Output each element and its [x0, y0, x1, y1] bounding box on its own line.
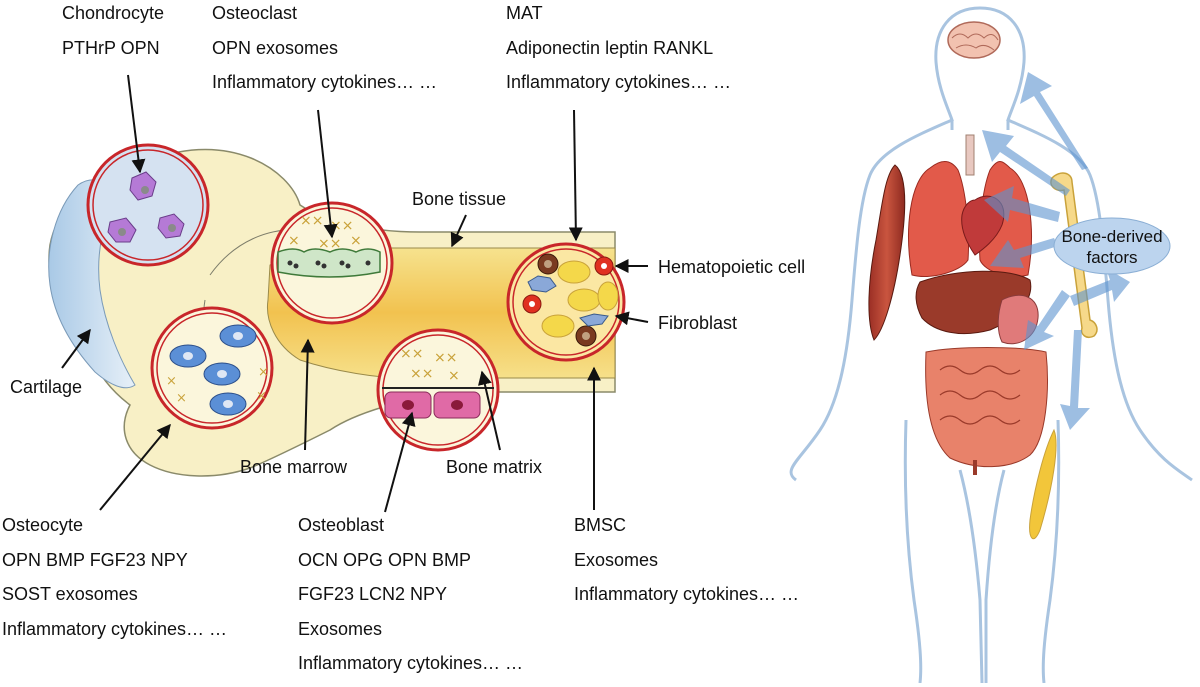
osteocyte-cell [203, 362, 241, 386]
svg-text:⨯⨯: ⨯⨯ [318, 235, 341, 251]
brain-icon [947, 21, 1001, 59]
osteoblast-cell [384, 391, 432, 419]
annotation-arrows [61, 74, 649, 513]
cartilage-label: Cartilage [10, 377, 83, 397]
intestines-icon [925, 347, 1048, 475]
factor-list: Inflammatory cytokines… … [212, 72, 438, 92]
bone-tissue-arrow [450, 214, 467, 248]
factor-list: SOST exosomes [2, 584, 138, 604]
hematopoietic-cell-label: Hematopoietic cell [658, 257, 806, 277]
factor-list: Inflammatory cytokines… … [2, 618, 228, 639]
fibroblast-label: Fibroblast [658, 313, 738, 333]
svg-text:⨯: ⨯ [288, 232, 300, 248]
bone-derived-factor-arrows [982, 72, 1130, 430]
factor-list: Inflammatory cytokines… … [574, 584, 800, 604]
muscle-icon [868, 164, 906, 341]
osteocyte-cell [169, 344, 207, 368]
factor-list: OPN exosomes [212, 37, 339, 58]
osteocyte-cell [219, 324, 257, 348]
bone-marrow-label: Bone marrow [240, 457, 348, 477]
svg-text:⨯⨯: ⨯⨯ [410, 365, 433, 381]
osteoblast-text-block: Osteoblast OCN OPG OPN BMP FGF23 LCN2 NP… [298, 514, 523, 687]
svg-text:⨯: ⨯ [176, 390, 187, 405]
svg-text:⨯⨯: ⨯⨯ [400, 345, 423, 361]
svg-text:⨯⨯: ⨯⨯ [434, 349, 457, 365]
mat-text-block: MAT Adiponectin leptin RANKL Inflammator… [506, 2, 731, 106]
svg-text:⨯: ⨯ [258, 364, 269, 379]
cell-name: Chondrocyte [62, 3, 165, 23]
factor-list: Inflammatory cytokines… … [298, 653, 524, 673]
factor-list: OPN BMP FGF23 NPY [2, 549, 188, 570]
chondrocyte-text-block: Chondrocyte PTHrP OPN [62, 2, 164, 71]
osteocyte-text-block: Osteocyte OPN BMP FGF23 NPY SOST exosome… [2, 514, 227, 652]
bone-marrow-arrow [300, 338, 315, 451]
cartilage-arrow [61, 328, 91, 369]
marrow-cells-inset [506, 242, 626, 362]
factors-label-line2: factors [1086, 248, 1137, 267]
hematopoietic-cells [522, 253, 614, 347]
factor-list: Adiponectin leptin RANKL [506, 37, 714, 58]
cell-name: Osteocyte [2, 515, 84, 535]
factor-list: Exosomes [298, 618, 383, 639]
svg-text:⨯⨯: ⨯⨯ [330, 217, 353, 233]
osteoblast-arrow [384, 411, 416, 513]
osteoblast-cell [433, 391, 481, 419]
human-body-illustration: Bone-derived factors [789, 6, 1193, 683]
osteoclast-cells [277, 248, 381, 278]
chondrocyte-cell [129, 171, 157, 201]
bone-matrix-arrow [478, 370, 501, 451]
bone-derived-factors-bubble [1053, 217, 1171, 275]
body-outline [789, 6, 1193, 683]
svg-text:⨯: ⨯ [448, 367, 460, 383]
mat-adipocyte [541, 260, 619, 338]
cell-name: Osteoclast [212, 3, 298, 23]
factor-list: FGF23 LCN2 NPY [298, 584, 448, 604]
chondrocyte-cell [157, 213, 185, 239]
cell-name: MAT [506, 3, 543, 23]
adipose-tissue-icon [1029, 428, 1057, 540]
cell-name: BMSC [574, 515, 627, 535]
mat-arrow [568, 109, 583, 242]
cell-name: Osteoblast [298, 515, 385, 535]
bone-tissue-label: Bone tissue [412, 189, 507, 209]
osteoblast-inset: ⨯⨯⨯⨯⨯⨯⨯ [376, 328, 500, 452]
svg-text:⨯: ⨯ [166, 373, 177, 388]
osteocyte-arrow [99, 423, 171, 511]
osteoclast-text-block: Osteoclast OPN exosomes Inflammatory cyt… [212, 2, 437, 106]
osteoclast-arrow [317, 109, 338, 239]
osteocyte-inset: ⨯ ⨯ ⨯ ⨯ [150, 306, 274, 430]
svg-text:⨯⨯: ⨯⨯ [300, 212, 323, 228]
bone-matrix-label: Bone matrix [446, 457, 543, 477]
fibroblast-cells [527, 275, 609, 327]
svg-text:⨯: ⨯ [350, 232, 362, 248]
chondrocyte-arrow [127, 74, 146, 174]
factor-list: PTHrP OPN [62, 37, 160, 58]
factors-label-line1: Bone-derived [1061, 227, 1162, 246]
factor-list: Exosomes [574, 549, 659, 570]
osteocyte-cell [209, 392, 247, 416]
chondrocyte-inset [86, 143, 210, 267]
osteoclast-inset: ⨯⨯ ⨯⨯ ⨯ ⨯⨯ ⨯ [270, 201, 394, 325]
factor-list: Inflammatory cytokines… … [506, 72, 732, 92]
fibroblast-arrow [614, 311, 649, 326]
factor-list: OCN OPG OPN BMP [298, 549, 472, 570]
chondrocyte-cell [107, 217, 137, 243]
svg-text:⨯: ⨯ [256, 388, 267, 403]
bmsc-text-block: BMSC Exosomes Inflammatory cytokines… … [574, 514, 799, 618]
